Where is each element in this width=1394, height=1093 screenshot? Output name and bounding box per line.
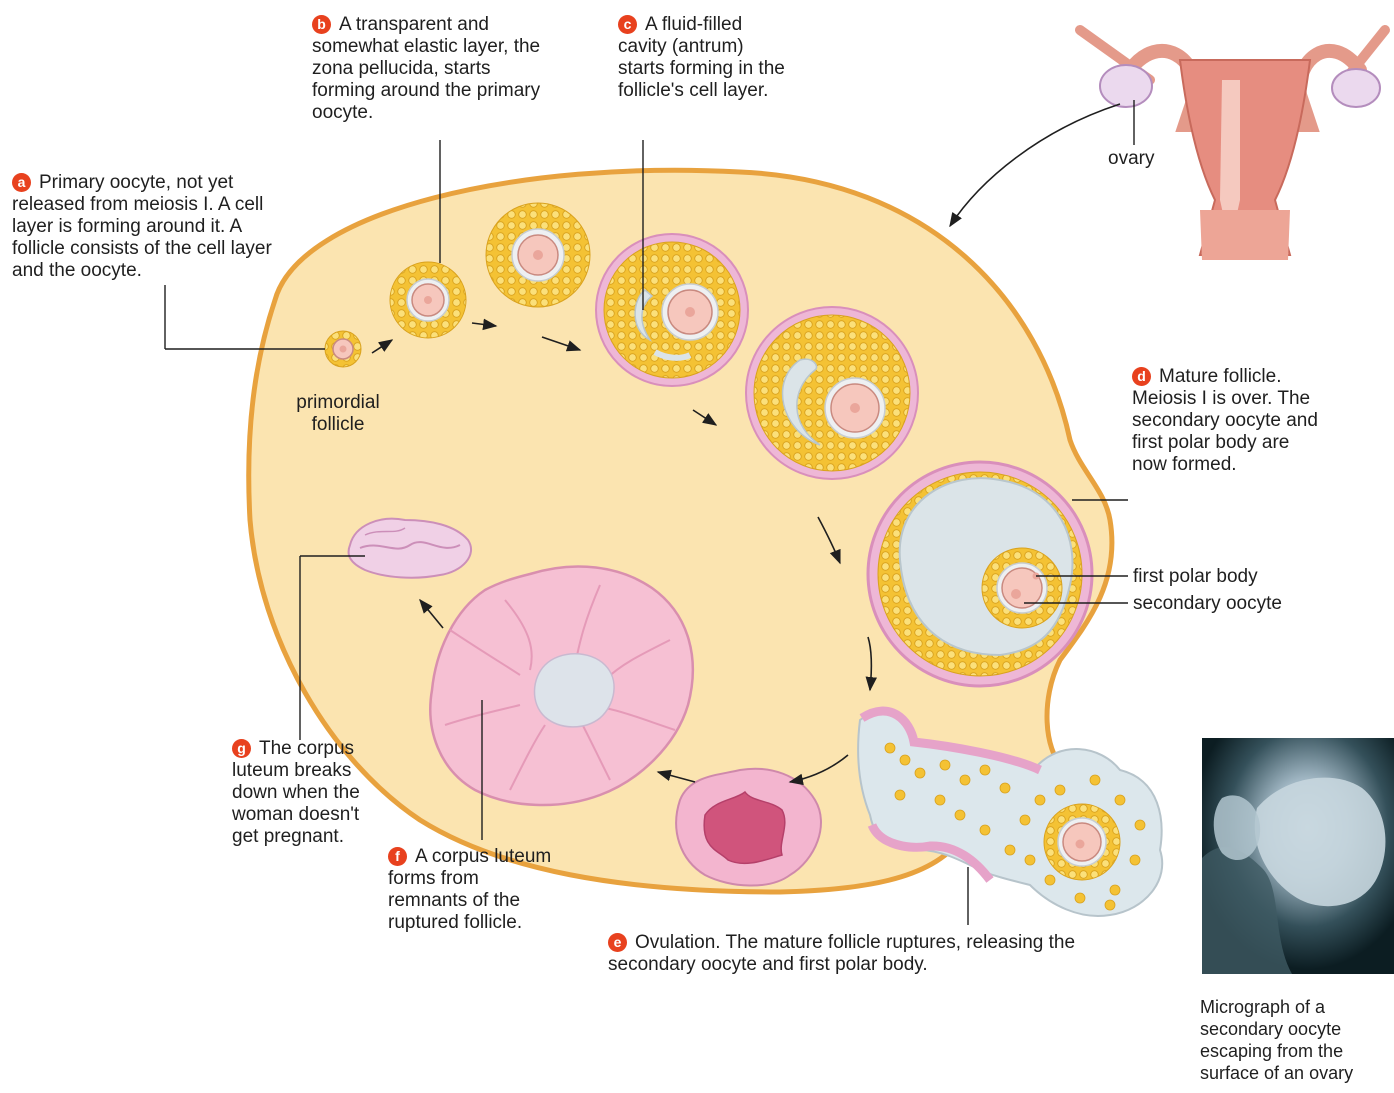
badge-g: g xyxy=(232,739,251,758)
primordial-follicle-label: primordial follicle xyxy=(288,392,388,436)
caption-b-text: A transparent and somewhat elastic layer… xyxy=(312,14,540,123)
badge-d: d xyxy=(1132,367,1151,386)
badge-e: e xyxy=(608,933,627,952)
micrograph-image xyxy=(1202,738,1394,974)
badge-c: c xyxy=(618,15,637,34)
badge-a: a xyxy=(12,173,31,192)
caption-d-text: Mature follicle. Meiosis I is over. The … xyxy=(1132,366,1318,475)
badge-b: b xyxy=(312,15,331,34)
micrograph-caption: Micrograph of a secondary oocyte escapin… xyxy=(1200,996,1392,1084)
antral-follicle xyxy=(746,307,918,479)
caption-g-text: The corpus luteum breaks down when the w… xyxy=(232,738,360,847)
first-polar-body-label: first polar body xyxy=(1133,566,1258,588)
secondary-oocyte-nucleus xyxy=(1011,589,1021,599)
badge-f: f xyxy=(388,847,407,866)
caption-a-text: Primary oocyte, not yet released from me… xyxy=(12,172,272,281)
uterus-inset xyxy=(950,30,1385,260)
secondary-oocyte-label: secondary oocyte xyxy=(1133,593,1282,615)
caption-f-text: A corpus luteum forms from remnants of t… xyxy=(388,846,551,933)
caption-e-text: Ovulation. The mature follicle ruptures,… xyxy=(608,932,1075,975)
secondary-follicle xyxy=(486,203,590,307)
early-corpus-luteum xyxy=(676,769,821,886)
ovary-illustration xyxy=(1100,65,1152,107)
ovary-label: ovary xyxy=(1108,148,1154,170)
caption-c-text: A fluid-filled cavity (antrum) starts fo… xyxy=(618,14,785,101)
